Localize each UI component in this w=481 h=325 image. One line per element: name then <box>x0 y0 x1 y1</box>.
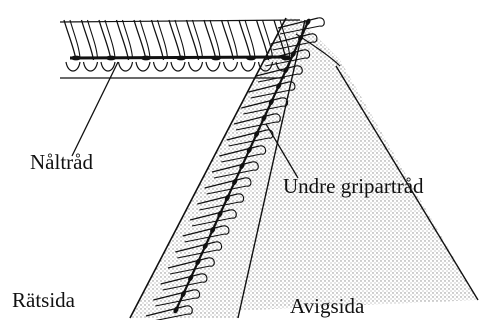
top-stitch <box>99 20 111 60</box>
top-stitch <box>245 20 255 58</box>
top-stitch <box>239 20 251 60</box>
wrong-side-label: Avigsida <box>290 296 364 317</box>
top-under-loop <box>101 62 115 71</box>
top-under-loop <box>189 62 203 71</box>
needle-thread-label: Nåltråd <box>30 152 93 173</box>
top-seam-loops <box>64 20 290 71</box>
top-knot <box>71 56 81 61</box>
top-stitch <box>82 20 94 60</box>
top-under-loop <box>66 62 80 71</box>
top-under-loop <box>136 62 150 71</box>
top-under-loop <box>119 62 133 71</box>
right-side-label: Rätsida <box>12 290 75 311</box>
top-under-loop <box>241 62 255 71</box>
top-stitch <box>152 20 164 60</box>
top-stitch <box>134 20 146 60</box>
top-stitch <box>193 20 203 58</box>
top-under-loop <box>154 62 168 71</box>
top-stitch <box>140 20 150 58</box>
top-knot <box>141 56 151 61</box>
diag-edge-loop <box>318 18 324 26</box>
top-stitch <box>222 20 234 60</box>
top-stitch <box>117 20 129 60</box>
top-stitch <box>105 20 115 58</box>
top-knot <box>211 56 221 61</box>
top-stitch <box>187 20 199 60</box>
top-stitch <box>123 20 133 58</box>
top-knot <box>281 56 291 61</box>
top-stitch <box>64 20 76 60</box>
top-stitch <box>88 20 98 58</box>
top-stitch <box>158 20 168 58</box>
lower-looper-thread-label: Undre gripartråd <box>283 176 424 197</box>
top-stitch <box>228 20 238 58</box>
top-knot <box>246 56 256 61</box>
top-stitch <box>175 20 185 58</box>
top-stitch <box>204 20 216 60</box>
top-stitch <box>169 20 181 60</box>
top-knot <box>106 56 116 61</box>
top-stitch <box>210 20 220 58</box>
top-under-loop <box>224 62 238 71</box>
top-stitch <box>257 20 269 60</box>
needle-thread-leader <box>72 62 118 156</box>
top-under-loop <box>171 62 185 71</box>
top-under-loop <box>84 62 98 71</box>
top-knot <box>176 56 186 61</box>
top-stitch <box>70 20 80 58</box>
top-under-loop <box>206 62 220 71</box>
